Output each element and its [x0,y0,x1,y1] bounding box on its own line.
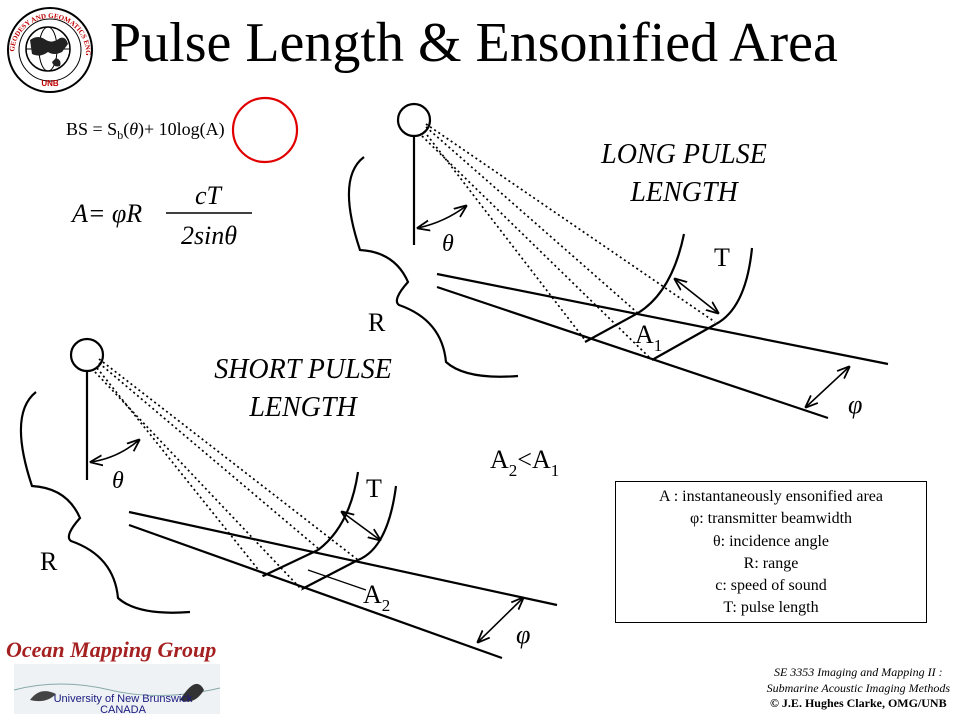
long-theta-arrow [418,206,466,228]
short-phi-label: φ [516,620,530,649]
omg-brand-title: Ocean Mapping Group [6,637,217,662]
unb-logo: GEODESY AND GEOMATICS ENGINEERING UNB [0,0,93,93]
short-T-label: T [366,474,382,503]
area-formula: A= φR cT 2sinθ [70,181,252,250]
short-area-leader [307,569,367,591]
short-theta-arrow [91,440,139,462]
short-R-label: R [40,547,58,576]
short-hull-outline [19,391,191,614]
omg-country: CANADA [100,704,146,716]
legend-item-speed: c: speed of sound [715,577,827,595]
long-pulse-geometry [347,102,889,420]
footer-course-line: SE 3353 Imaging and Mapping II : [773,665,943,679]
long-phi-label: φ [848,390,862,419]
svg-text:2sinθ: 2sinθ [181,221,237,250]
legend-item-pulse: T: pulse length [723,599,819,617]
legend-item-beamwidth: φ: transmitter beamwidth [689,510,853,528]
long-R-label: R [368,308,386,337]
short-transducer-icon [69,337,105,373]
footer-credit-line: © J.E. Hughes Clarke, OMG/UNB [769,696,947,710]
short-pulse-label-line2: LENGTH [248,392,358,423]
short-pulse-geometry [19,337,558,660]
globe-icon [25,26,71,72]
legend-item-area: A : instantaneously ensonified area [659,488,883,505]
logo-bottom-text: UNB [41,79,59,88]
short-theta-label: θ [112,468,124,494]
area-comparison: A2<A1 [490,445,559,480]
long-area-label: A1 [635,320,662,355]
long-theta-label: θ [442,231,454,257]
short-phi-arrow [478,598,523,642]
omg-logo-graphic [13,664,221,714]
legend-box: A : instantaneously ensonified area φ: t… [615,481,927,623]
long-T-label: T [714,243,730,272]
short-area-label: A2 [363,580,390,615]
svg-text:A= φR: A= φR [70,199,142,228]
short-pulse-label-line1: SHORT PULSE [214,354,392,385]
omg-university: University of New Brunswick [53,693,193,705]
long-pulse-label-line2: LENGTH [629,177,739,208]
short-T-arrow [342,512,380,540]
log-term-highlight-circle [231,96,299,164]
long-pulse-label-line1: LONG PULSE [600,139,767,170]
legend-item-range: R: range [743,554,799,572]
long-T-arrow [675,279,718,313]
slide-title: Pulse Length & Ensonified Area [110,12,838,74]
long-phi-arrow [806,367,849,407]
long-hull-outline [347,156,519,378]
omg-brand-subtitle: University of New Brunswick CANADA [48,694,198,716]
bs-formula: BS = Sb(θ)+ 10log(A) [66,119,225,142]
footer-subtitle-line: Submarine Acoustic Imaging Methods [766,680,950,695]
legend-item-incidence: θ: incidence angle [712,532,830,550]
svg-text:cT: cT [195,181,223,210]
course-footer: SE 3353 Imaging and Mapping II : Submari… [767,665,950,712]
